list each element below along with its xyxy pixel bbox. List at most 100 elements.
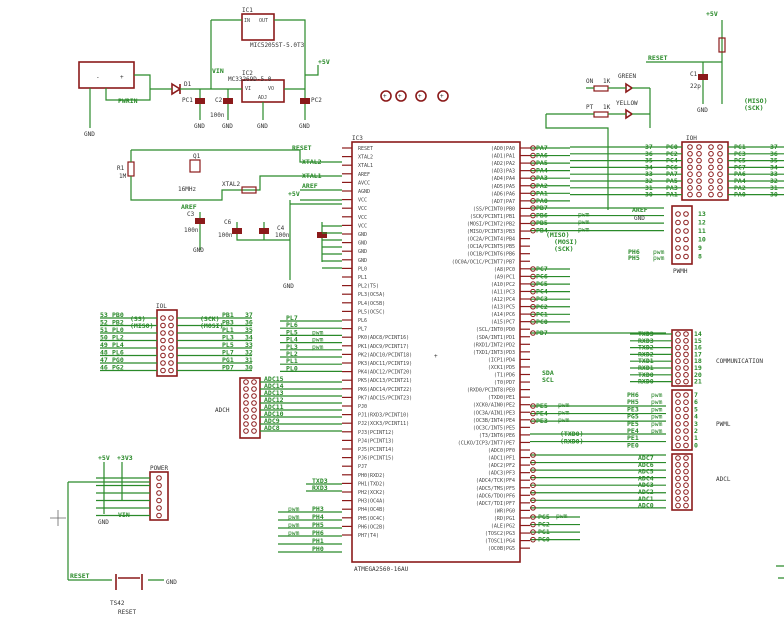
svg-text:PC7: PC7	[734, 163, 746, 171]
bus-net-label: PA1	[536, 189, 548, 197]
capacitor-c2	[223, 98, 233, 104]
svg-text:35: 35	[770, 157, 778, 165]
svg-text:IN: IN	[244, 18, 250, 24]
connector-communication[interactable]: COMMUNICATION	[671, 329, 763, 387]
ic3-pin-label: (MISO/PCINT3)PB3	[467, 229, 515, 235]
svg-text:30: 30	[645, 191, 653, 199]
connector-pwml[interactable]: PWML	[671, 389, 731, 451]
svg-text:PH6: PH6	[628, 248, 640, 256]
svg-text:PE5: PE5	[627, 420, 639, 428]
svg-text:ADC14: ADC14	[264, 382, 284, 390]
svg-text:PL3: PL3	[222, 334, 234, 342]
svg-text:GND: GND	[222, 123, 233, 130]
svg-text:+: +	[383, 93, 387, 100]
svg-text:PE1: PE1	[627, 434, 639, 442]
ic3-pin-label: (TXD0)PE1	[488, 395, 515, 401]
svg-text:50: 50	[100, 334, 108, 342]
svg-text:+: +	[434, 353, 438, 360]
svg-text:pwm: pwm	[653, 249, 665, 256]
svg-text:10: 10	[698, 236, 706, 244]
connector-adcl[interactable]: ADCL	[671, 453, 731, 511]
reset-switch[interactable]: TS42 RESET	[110, 574, 143, 616]
svg-text:16: 16	[694, 344, 702, 352]
svg-text:pwm: pwm	[312, 337, 324, 344]
ic3-pin-label: PJ7	[358, 464, 367, 470]
svg-text:2: 2	[694, 427, 698, 435]
svg-text:GND: GND	[166, 579, 177, 586]
ic3-pin-label: (AD3)PA3	[491, 169, 515, 175]
svg-text:ADC10: ADC10	[264, 410, 284, 418]
svg-text:RESET: RESET	[648, 54, 668, 62]
svg-text:+: +	[398, 93, 402, 100]
svg-text:pwm: pwm	[651, 428, 663, 435]
pwm-tag: pwm	[578, 227, 590, 234]
ic3-pin-label: PJ6(PCINT15)	[358, 456, 394, 462]
svg-text:PE4: PE4	[536, 410, 548, 418]
svg-text:PL7: PL7	[286, 314, 298, 322]
ic3-pin-label: (ADC1)PF1	[488, 456, 515, 462]
svg-text:PE5: PE5	[536, 402, 548, 410]
svg-text:AREF: AREF	[632, 206, 648, 214]
ic3-pin-label: VCC	[358, 198, 367, 204]
svg-text:C4: C4	[277, 225, 285, 232]
svg-text:pwm: pwm	[651, 406, 663, 413]
pwm-tag: pwm	[578, 219, 590, 226]
svg-text:34: 34	[245, 334, 253, 342]
connector-adch[interactable]: ADCH	[215, 377, 261, 439]
ic3-pin-label: (SCK/PCINT1)PB1	[470, 214, 515, 220]
ic3-pin-label: (A11)PC3	[491, 289, 515, 295]
connector-power[interactable]: POWER	[149, 465, 169, 521]
ic3-pin-label: PK5(ADC13/PCINT21)	[358, 378, 412, 384]
svg-text:VI: VI	[245, 86, 251, 92]
svg-text:ADCL: ADCL	[716, 476, 731, 483]
svg-text:PL5: PL5	[286, 328, 298, 336]
svg-text:ADC0: ADC0	[638, 502, 654, 510]
connector-pwmh[interactable]: PWMH	[671, 205, 693, 275]
gnd-label-jack: GND	[84, 131, 95, 138]
svg-text:PG1: PG1	[538, 528, 550, 536]
power-jack[interactable]: - +	[78, 61, 135, 89]
svg-text:(MISO): (MISO)	[744, 97, 767, 105]
svg-text:XTAL2: XTAL2	[222, 181, 240, 188]
svg-text:GND: GND	[283, 283, 294, 290]
svg-text:PWMH: PWMH	[673, 268, 688, 275]
svg-text:GND: GND	[193, 247, 204, 254]
svg-text:PL3: PL3	[286, 343, 298, 351]
connector-iol[interactable]: IOL	[156, 303, 178, 377]
svg-text:31: 31	[770, 184, 778, 192]
ic3-pin-label: PK1(ADC9/PCINT17)	[358, 344, 409, 350]
ic3-pin-label: (AD1)PA1	[491, 154, 515, 160]
svg-text:3: 3	[694, 420, 698, 428]
bus-net-label: PC5	[536, 280, 548, 288]
ic3-pin-label: PL5(OC5C)	[358, 309, 385, 315]
connector-ioh[interactable]: IOH	[681, 135, 729, 201]
ic3-pin-label: (SCL/INT0)PD0	[476, 327, 515, 333]
svg-text:TXD0: TXD0	[638, 371, 654, 379]
ic3-pin-label: (A15)PC7	[491, 320, 515, 326]
bus-net-label: PC7	[536, 265, 548, 273]
svg-text:ADCH: ADCH	[215, 407, 230, 414]
svg-text:pwm: pwm	[288, 506, 300, 513]
regulator-ic2[interactable]: VI VO ADJ IC2 MC33269D-5.0	[228, 70, 285, 103]
ic3-pin-label: (OC3A/AIN1)PE3	[473, 410, 515, 416]
svg-text:33: 33	[770, 170, 778, 178]
ic3-pin-label: (RD)PG1	[494, 516, 515, 522]
ic3-pin-label: PL6	[358, 318, 367, 324]
svg-text:31: 31	[645, 184, 653, 192]
svg-text:36: 36	[770, 150, 778, 158]
bus-net-label: PA4	[536, 167, 548, 175]
svg-text:PG0: PG0	[538, 536, 550, 544]
capacitor-pc1	[195, 98, 205, 104]
svg-text:37: 37	[245, 311, 253, 319]
svg-text:pwm: pwm	[653, 255, 665, 262]
bus-net-label: PC6	[536, 273, 548, 281]
svg-text:(RXD0): (RXD0)	[560, 438, 583, 446]
svg-text:100n: 100n	[210, 112, 225, 119]
ic3-pin-label: PK4(ADC12/PCINT20)	[358, 370, 412, 376]
regulator-ic1[interactable]: IN OUT IC1 MIC5205ST-5.0T3	[241, 7, 305, 49]
svg-text:C1: C1	[690, 71, 698, 78]
ic3-pin-label: PH2(XCK2)	[358, 490, 385, 496]
svg-text:TXD2: TXD2	[638, 344, 654, 352]
